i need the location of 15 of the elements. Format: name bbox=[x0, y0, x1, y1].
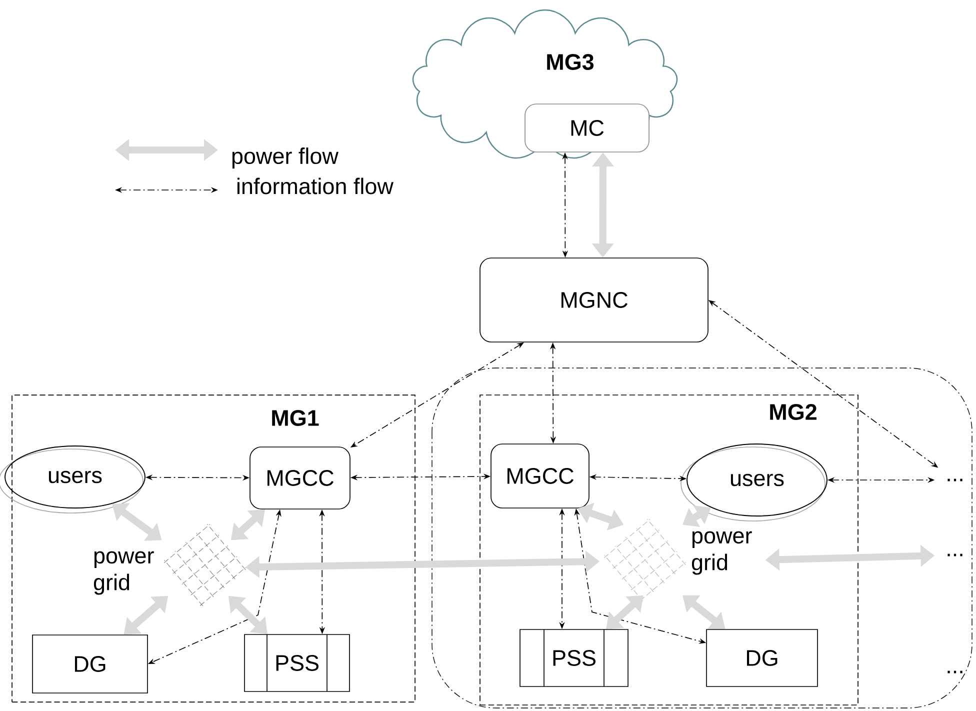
controller-box: MGCC bbox=[250, 446, 350, 510]
legend-label: power flow bbox=[232, 148, 338, 168]
storage-box: PSS bbox=[244, 634, 350, 692]
unit-box: DG bbox=[32, 634, 148, 694]
controller-box: MGCC bbox=[490, 444, 590, 508]
grid-label: power grid bbox=[94, 551, 154, 595]
storage-box: PSS bbox=[520, 629, 628, 687]
controller-box: MC bbox=[524, 104, 650, 152]
ellipsis: ... bbox=[948, 670, 962, 674]
ellipsis: ... bbox=[948, 478, 962, 482]
legend-label: information flow bbox=[237, 178, 394, 194]
controller-box: MGNC bbox=[480, 258, 708, 342]
grid-label: power grid bbox=[692, 531, 752, 575]
ellipsis: ... bbox=[948, 554, 962, 556]
unit-box: DG bbox=[706, 629, 818, 687]
